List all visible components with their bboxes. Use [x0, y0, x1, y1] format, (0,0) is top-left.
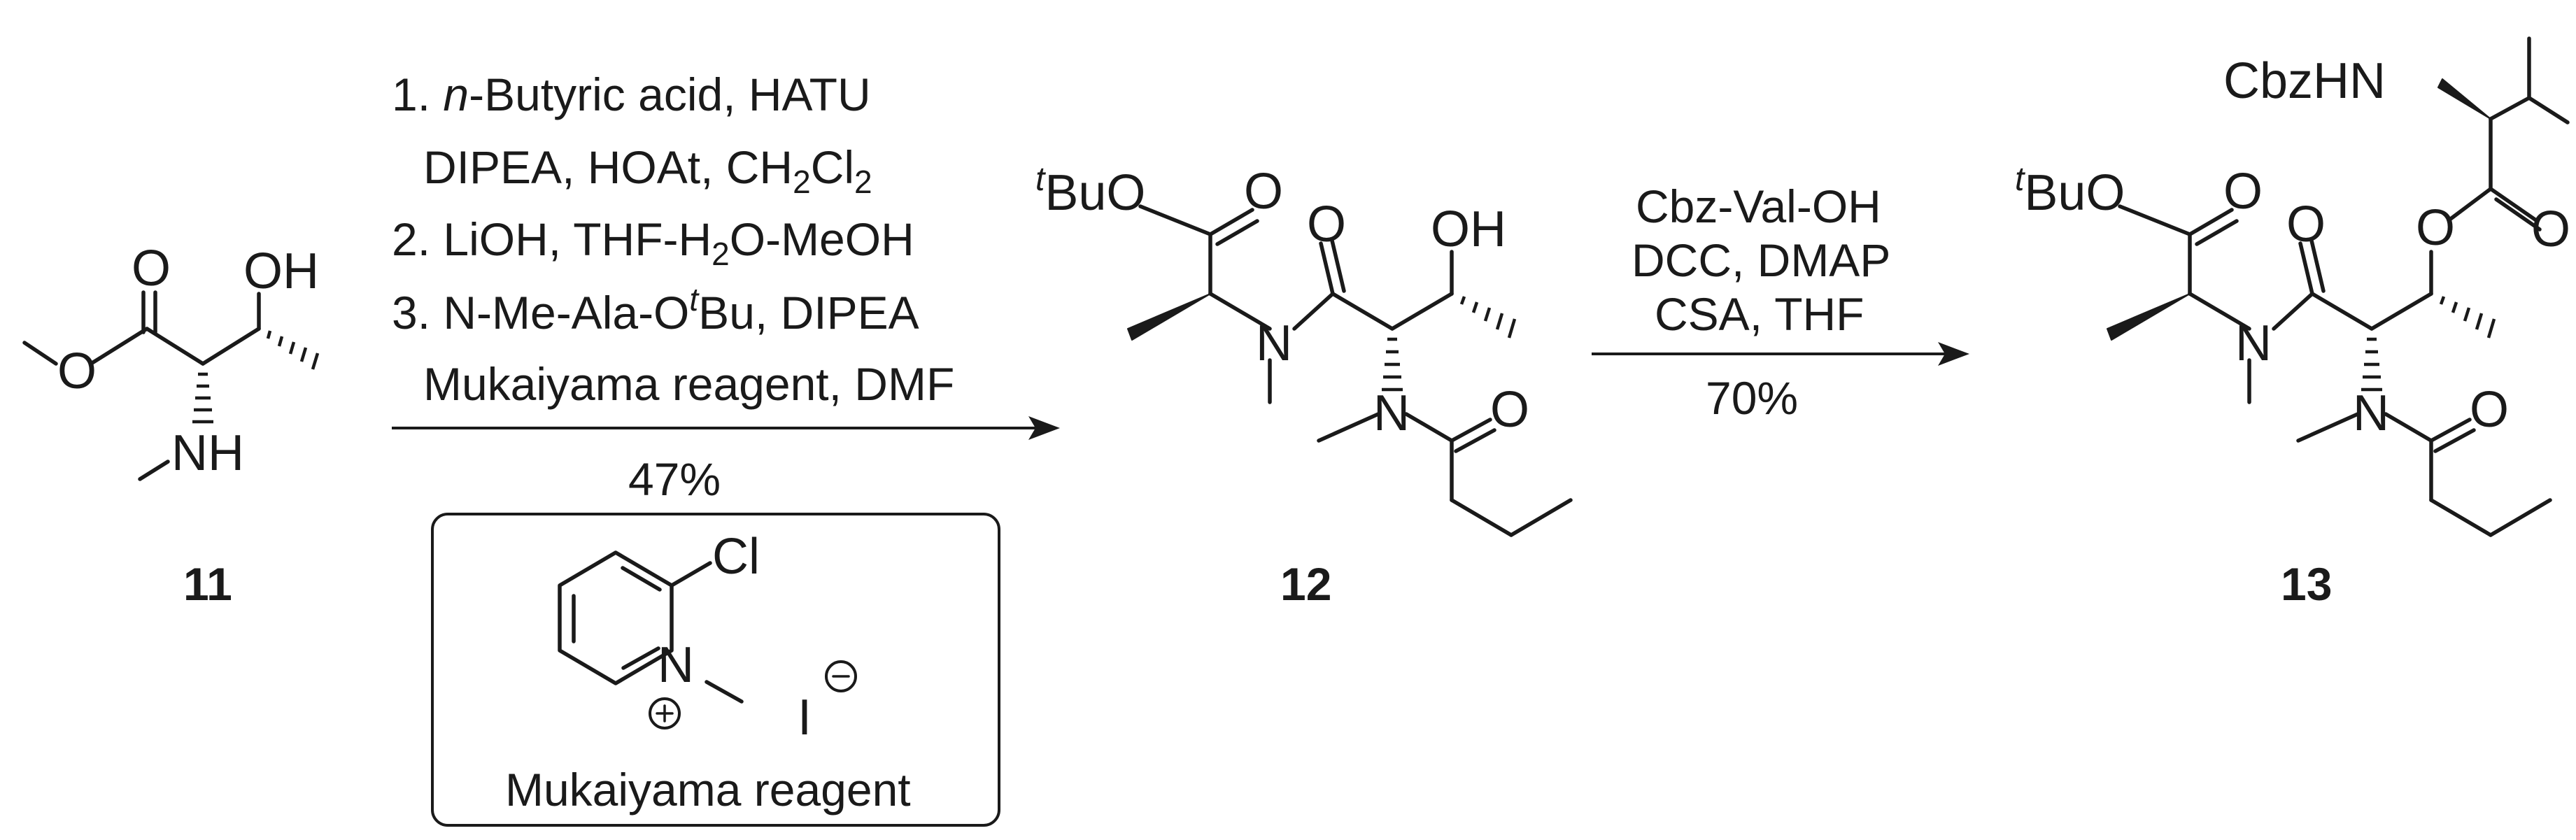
- step2-line2: DCC, DMAP: [1632, 234, 1890, 286]
- mukaiyama-reagent-structure: Cl N I: [558, 529, 857, 746]
- atom-cbzhn-13: CbzHN: [2223, 53, 2386, 109]
- atom-oh-12: OH: [1431, 201, 1506, 257]
- step1-conditions: 1. n-Butyric acid, HATU DIPEA, HOAt, CH2…: [392, 69, 954, 410]
- wedge-bond-13-alanine: [2107, 293, 2191, 341]
- compound-11-structure: O O OH NH: [22, 241, 320, 481]
- atom-iodide: I: [798, 690, 812, 746]
- step1-line1: 1. n-Butyric acid, HATU: [392, 69, 871, 120]
- hashed-bond-12-amine: [1382, 337, 1403, 392]
- atom-tbuo-13: tBuO: [2015, 161, 2125, 221]
- atom-o-carbonyl-11: O: [132, 241, 171, 297]
- atom-tbuo-12: tBuO: [1035, 161, 1145, 221]
- mukaiyama-reagent-caption: Mukaiyama reagent: [505, 764, 911, 816]
- hashed-bond-13-amine: [2361, 337, 2382, 392]
- atom-o-carbonyl-val-13: O: [2531, 201, 2570, 257]
- atom-n-butyryl-12: N: [1373, 385, 1410, 441]
- atom-o-carbonyl-ala-12: O: [1244, 164, 1283, 220]
- compound-13-structure: tBuO O N O O N O O CbzHN: [2015, 36, 2570, 537]
- atom-o-amide-13: O: [2286, 197, 2326, 252]
- atom-n-butyryl-13: N: [2353, 385, 2389, 441]
- atom-n-pyridinium: N: [658, 637, 694, 693]
- hashed-bond-12-methyl: [1459, 296, 1517, 339]
- reaction-arrow-2: [1592, 342, 1969, 366]
- step1-line3: 2. LiOH, THF-H2O-MeOH: [392, 213, 914, 272]
- step1-line5: Mukaiyama reagent, DMF: [423, 358, 954, 410]
- step2-line1: Cbz-Val-OH: [1636, 180, 1881, 232]
- step2-line3: CSA, THF: [1655, 288, 1864, 340]
- mukaiyama-reagent-box: [431, 513, 1000, 827]
- hashed-bond-13-methyl: [2439, 296, 2496, 339]
- atom-o-amide-12: O: [1307, 197, 1346, 252]
- step1-yield: 47%: [628, 453, 721, 505]
- compound-12-structure: tBuO O N O OH N O: [1035, 161, 1573, 537]
- step2-conditions: Cbz-Val-OH DCC, DMAP CSA, THF: [1632, 180, 1890, 340]
- atom-o-butyryl-12: O: [1490, 382, 1529, 438]
- hashed-bond-11-amine: [192, 372, 213, 424]
- atom-n-methyl-12: N: [1256, 315, 1292, 371]
- atom-oh-11: OH: [243, 243, 319, 299]
- compound-label-12: 12: [1280, 558, 1331, 610]
- step1-line4: 3. N-Me-Ala-OtBu, DIPEA: [392, 281, 919, 339]
- atom-o-ester-11: O: [57, 343, 97, 399]
- wedge-bond-12-alanine: [1127, 293, 1211, 341]
- hashed-bond-11-methyl: [266, 330, 320, 370]
- reaction-arrow-1: [392, 416, 1060, 440]
- step1-line2: DIPEA, HOAt, CH2Cl2: [423, 141, 872, 200]
- atom-o-carbonyl-ala-13: O: [2223, 164, 2263, 220]
- atom-cl: Cl: [712, 529, 760, 585]
- compound-label-13: 13: [2281, 558, 2332, 610]
- compound-label-11: 11: [183, 558, 232, 610]
- wedge-bond-13-valine: [2437, 78, 2491, 120]
- atom-n-methyl-13: N: [2235, 315, 2272, 371]
- atom-nh-11: NH: [171, 425, 244, 481]
- atom-o-ester-13: O: [2416, 200, 2455, 256]
- step2-yield: 70%: [1706, 372, 1798, 424]
- atom-o-butyryl-13: O: [2470, 382, 2509, 438]
